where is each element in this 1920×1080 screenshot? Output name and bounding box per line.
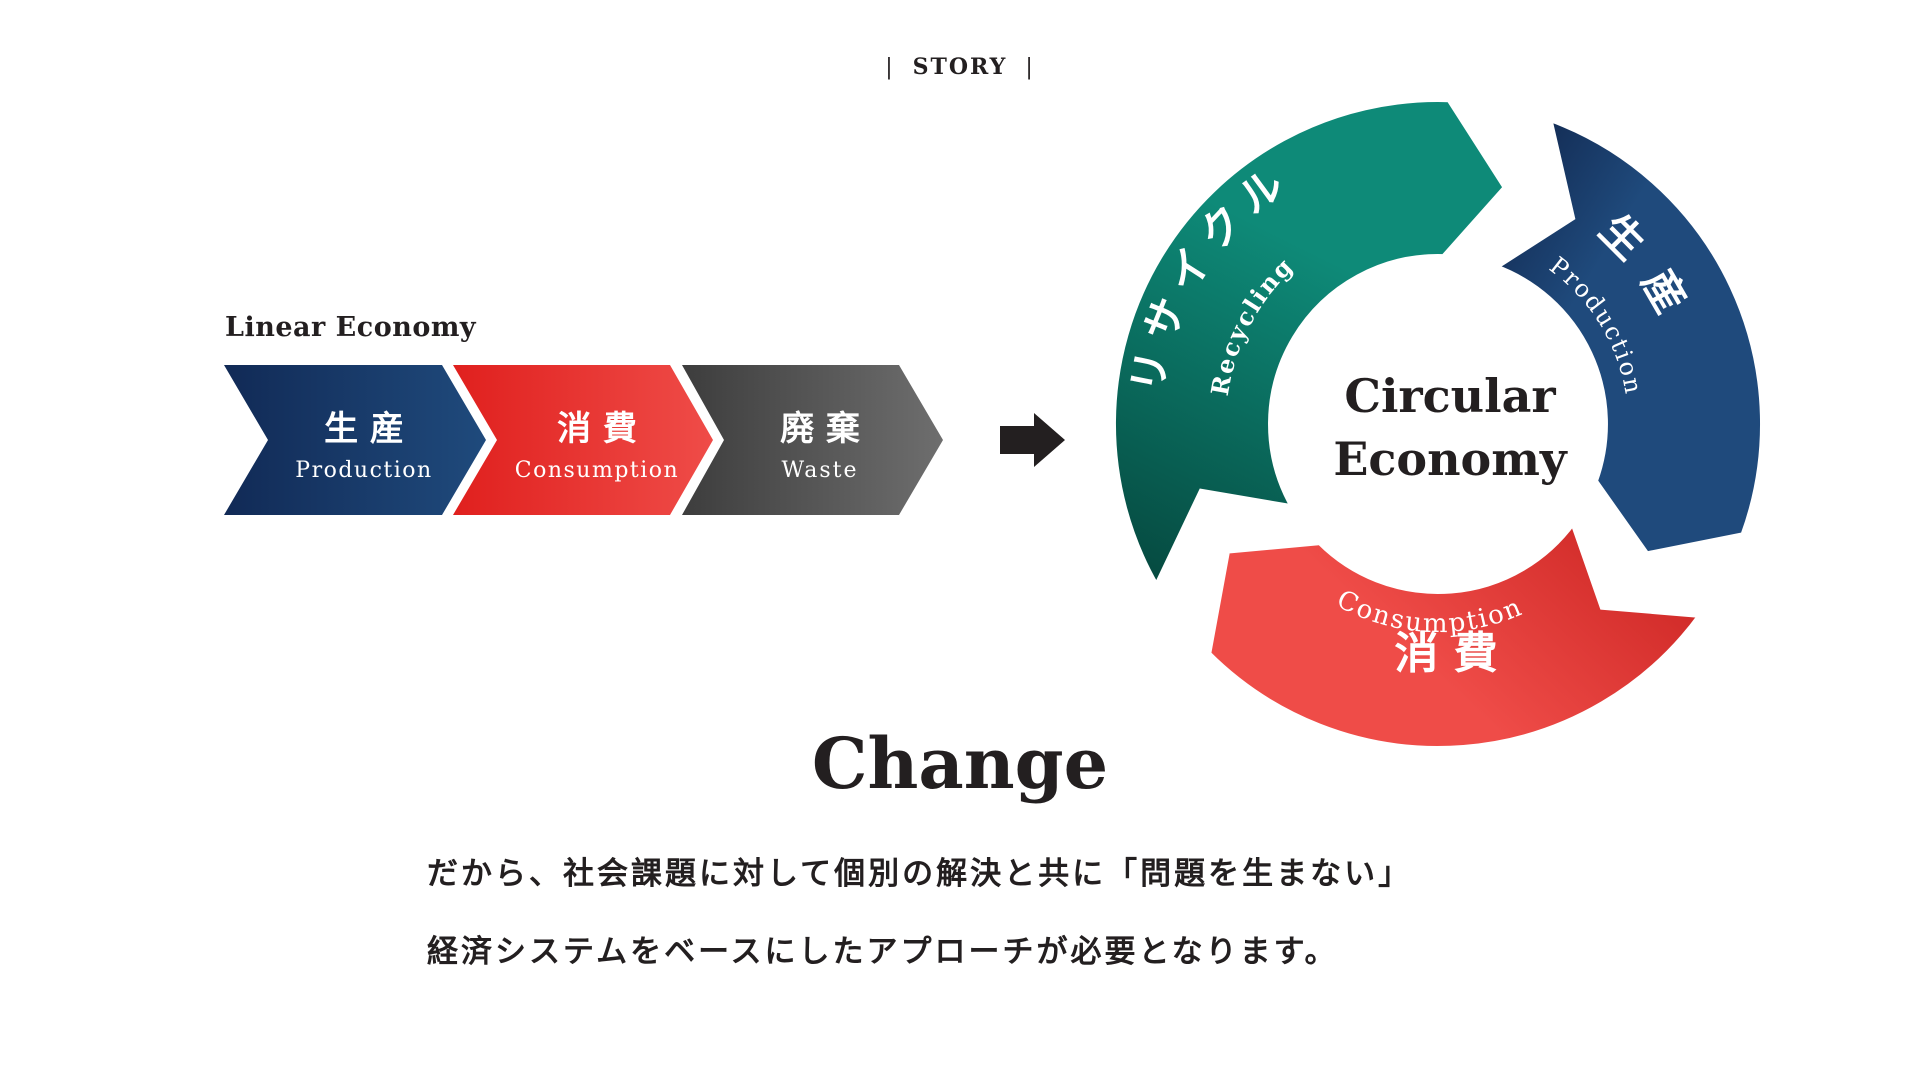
linear-step-production-en: Production: [295, 458, 432, 483]
ring-label-consumption-jp: 消 費: [1394, 628, 1497, 679]
linear-step-waste: 廃 棄 Waste: [682, 365, 943, 515]
conclusion-line-1: だから、社会課題に対して個別の解決と共に「問題を生まない」: [427, 856, 1413, 892]
divider-left: |: [885, 55, 895, 80]
chevron-waste: [682, 365, 943, 515]
chevron-consumption: [453, 365, 713, 515]
center-title-line1: Circular: [1344, 369, 1556, 423]
right-arrow-icon: [1000, 413, 1065, 467]
linear-step-consumption-en: Consumption: [515, 458, 679, 483]
linear-step-waste-en: Waste: [782, 458, 859, 483]
linear-step-consumption-jp: 消 費: [557, 409, 637, 449]
conclusion-body: だから、社会課題に対して個別の解決と共に「問題を生まない」 経済システムをベース…: [427, 835, 1412, 991]
divider-right: |: [1025, 55, 1035, 80]
section-label-text: STORY: [912, 54, 1008, 80]
chevron-production: [224, 365, 486, 515]
linear-economy-title: Linear Economy: [225, 312, 477, 343]
linear-step-consumption: 消 費 Consumption: [453, 365, 713, 515]
linear-step-production: 生 産 Production: [224, 365, 486, 515]
center-title-line2: Economy: [1333, 432, 1568, 486]
change-heading: Change: [811, 722, 1109, 805]
ring-segment-production: [1488, 113, 1766, 558]
linear-step-production-jp: 生 産: [324, 409, 404, 449]
linear-step-waste-jp: 廃 棄: [780, 409, 860, 449]
conclusion-line-2: 経済システムをベースにしたアプローチが必要となります。: [427, 934, 1339, 970]
ring-segment-recycling: [1110, 96, 1510, 593]
ring-segment-consumption: [1204, 515, 1707, 752]
circular-ring: [1110, 96, 1766, 752]
section-label: | STORY |: [0, 54, 1920, 80]
